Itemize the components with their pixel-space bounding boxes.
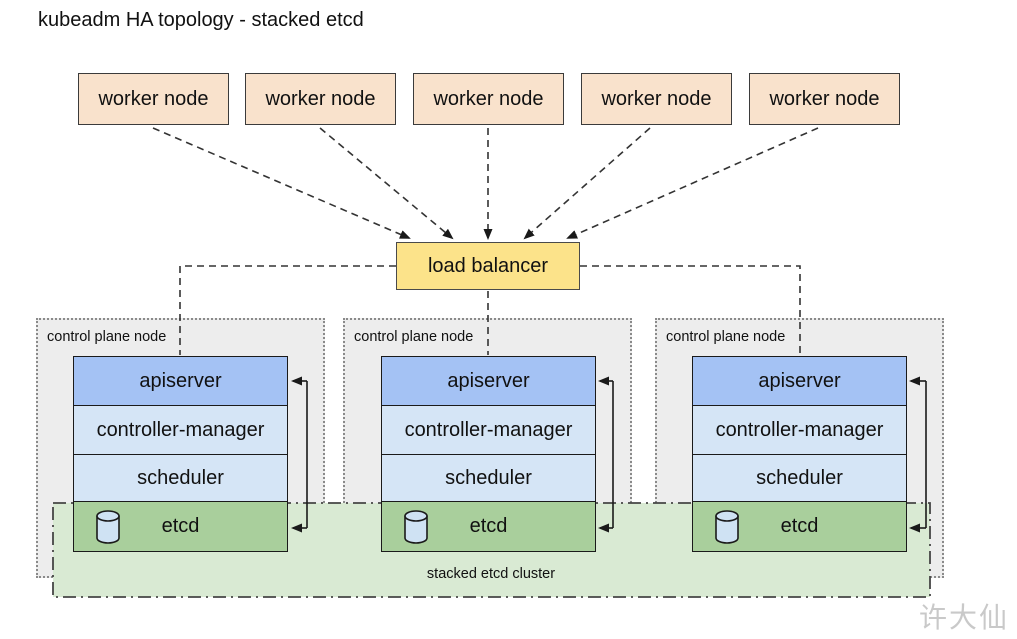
worker-node-4: worker node <box>581 73 732 125</box>
worker-node-5: worker node <box>749 73 900 125</box>
diagram-title: kubeadm HA topology - stacked etcd <box>38 9 364 31</box>
etcd-label: etcd <box>469 515 508 537</box>
worker-node-label: worker node <box>769 87 880 110</box>
worker-node-label: worker node <box>433 87 544 110</box>
apiserver-box: apiserver <box>382 357 595 405</box>
etcd-box: etcd <box>382 501 595 551</box>
control-plane-label: control plane node <box>666 329 786 345</box>
worker-lb-arrow-1 <box>152 127 411 239</box>
etcd-box: etcd <box>693 501 906 551</box>
stacked-etcd-cluster-label: stacked etcd cluster <box>426 566 556 582</box>
control-plane-label: control plane node <box>354 329 474 345</box>
controller-manager-label: controller-manager <box>404 418 573 441</box>
controller-manager-box: controller-manager <box>382 405 595 454</box>
worker-node-2: worker node <box>245 73 396 125</box>
controller-manager-label: controller-manager <box>96 418 265 441</box>
worker-node-label: worker node <box>265 87 376 110</box>
apiserver-label: apiserver <box>139 369 222 392</box>
database-icon <box>404 509 428 544</box>
worker-lb-arrow-4 <box>523 127 651 240</box>
apiserver-label: apiserver <box>758 369 841 392</box>
etcd-label: etcd <box>780 515 819 537</box>
apiserver-box: apiserver <box>74 357 287 405</box>
load-balancer-label: load balancer <box>427 254 549 277</box>
scheduler-label: scheduler <box>445 466 532 489</box>
worker-lb-arrow-2 <box>319 127 454 240</box>
worker-node-label: worker node <box>601 87 712 110</box>
component-stack-3: apiserver controller-manager scheduler e… <box>692 356 907 552</box>
load-balancer-node: load balancer <box>396 242 580 290</box>
controller-manager-label: controller-manager <box>715 418 884 441</box>
component-stack-2: apiserver controller-manager scheduler e… <box>381 356 596 552</box>
etcd-box: etcd <box>74 501 287 551</box>
worker-lb-arrow-5 <box>566 127 819 239</box>
controller-manager-box: controller-manager <box>74 405 287 454</box>
apiserver-label: apiserver <box>447 369 530 392</box>
worker-node-label: worker node <box>98 87 209 110</box>
controller-manager-box: controller-manager <box>693 405 906 454</box>
control-plane-label: control plane node <box>47 329 167 345</box>
worker-node-1: worker node <box>78 73 229 125</box>
etcd-label: etcd <box>161 515 200 537</box>
scheduler-box: scheduler <box>74 454 287 501</box>
scheduler-box: scheduler <box>693 454 906 501</box>
scheduler-box: scheduler <box>382 454 595 501</box>
scheduler-label: scheduler <box>756 466 843 489</box>
watermark-text: 许大仙 <box>918 602 1009 633</box>
database-icon <box>715 509 739 544</box>
worker-node-3: worker node <box>413 73 564 125</box>
scheduler-label: scheduler <box>137 466 224 489</box>
component-stack-1: apiserver controller-manager scheduler e… <box>73 356 288 552</box>
apiserver-box: apiserver <box>693 357 906 405</box>
database-icon <box>96 509 120 544</box>
